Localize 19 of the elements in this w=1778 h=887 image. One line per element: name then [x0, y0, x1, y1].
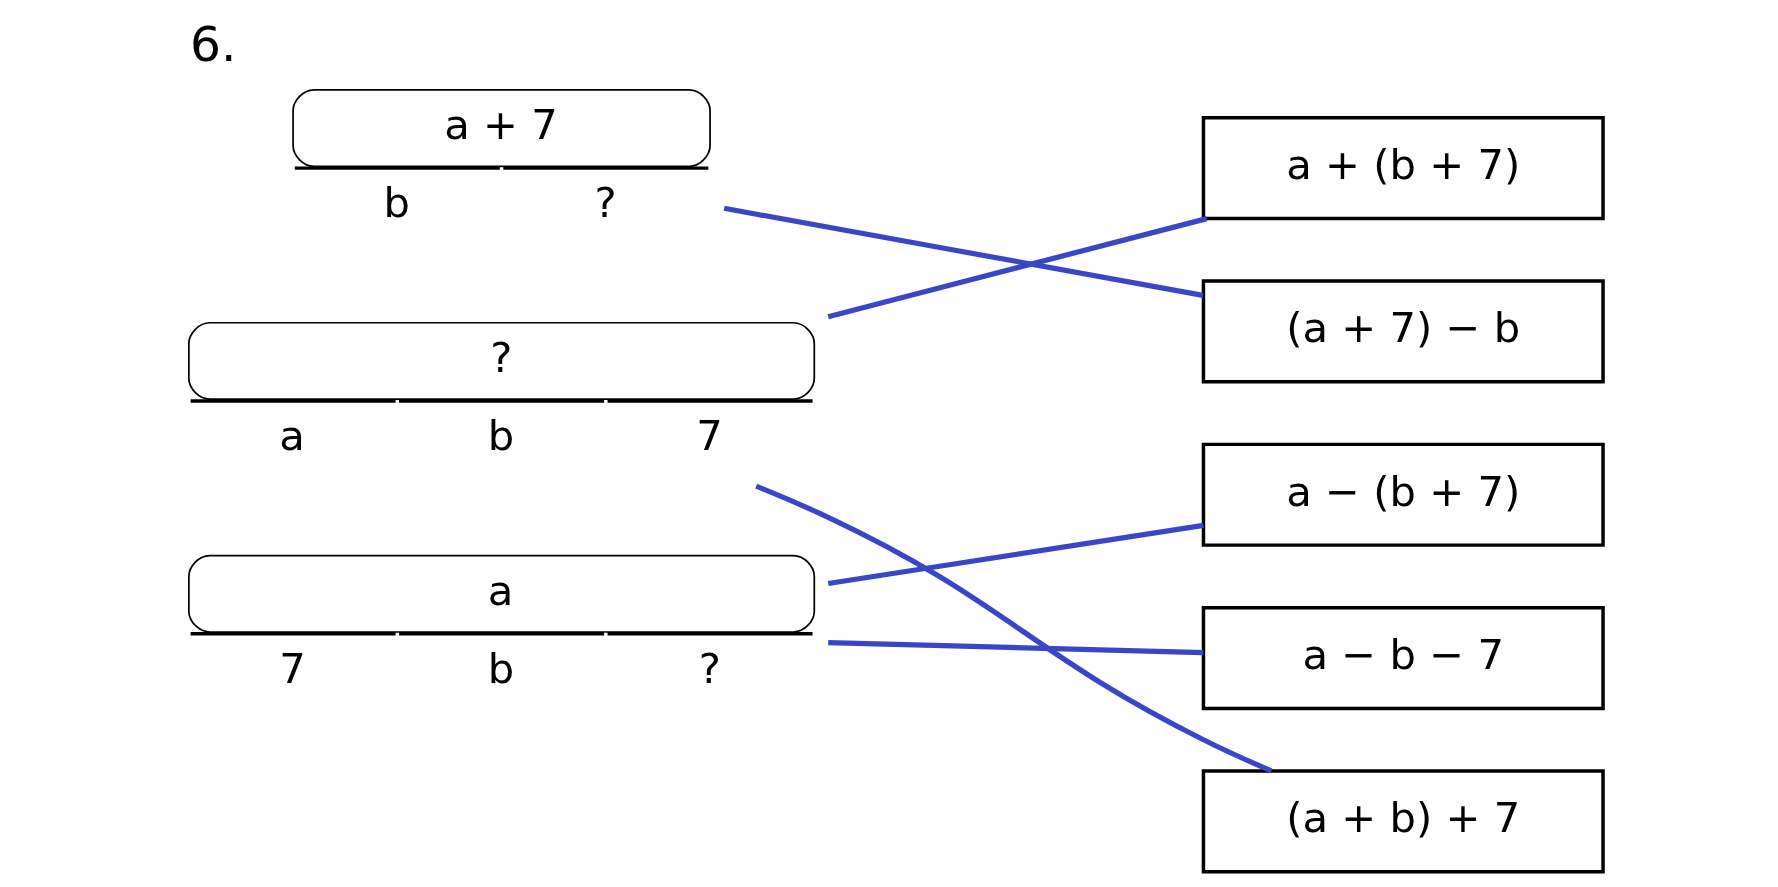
- node-label: b: [487, 643, 515, 693]
- connector: [755, 483, 1273, 774]
- connector: [828, 639, 1204, 656]
- node-label: ?: [698, 643, 721, 693]
- node-box: a + (b + 7): [1201, 116, 1605, 221]
- node-box: a − (b + 7): [1201, 442, 1605, 547]
- connector: [723, 205, 1204, 298]
- node-box: a − b − 7: [1201, 605, 1605, 711]
- node-box: (a + 7) − b: [1201, 279, 1605, 384]
- node-label: b: [383, 178, 410, 228]
- connector: [827, 522, 1204, 587]
- node-label: b: [487, 410, 515, 460]
- node-label: 7: [696, 410, 723, 460]
- node-label: 7: [279, 643, 306, 693]
- node-label: a: [279, 410, 305, 460]
- diagram-title: 6.: [189, 16, 237, 73]
- node-box: (a + b) + 7: [1201, 769, 1605, 874]
- connector: [827, 216, 1208, 320]
- node-label: ?: [594, 178, 617, 228]
